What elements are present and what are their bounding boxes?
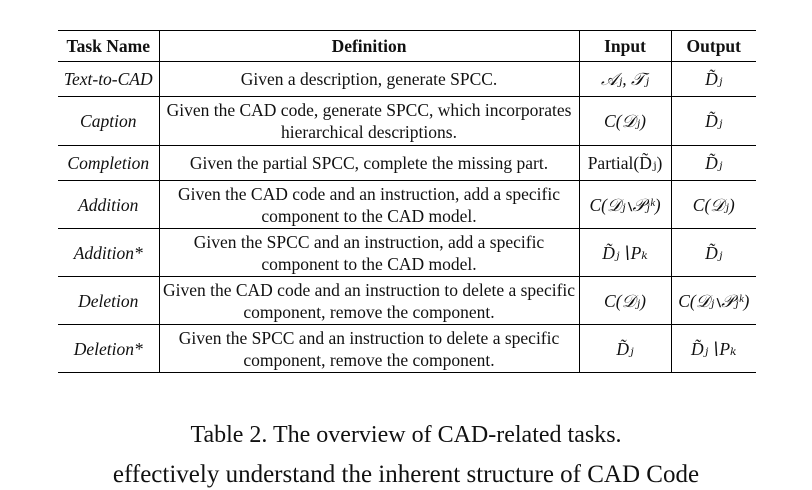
header-input: Input — [579, 30, 672, 62]
header-output: Output — [671, 30, 756, 62]
task-name: Text-to-CAD — [58, 61, 160, 97]
task-input: D̃ⱼ — [579, 324, 672, 373]
table-row: Deletion* Given the SPCC and an instruct… — [58, 324, 756, 373]
table-row: Deletion Given the CAD code and an instr… — [58, 276, 756, 325]
table-row: Addition* Given the SPCC and an instruct… — [58, 228, 756, 277]
table-row: Text-to-CAD Given a description, generat… — [58, 61, 756, 97]
tasks-table: Task Name Definition Input Output Text-t… — [58, 30, 756, 373]
task-name: Completion — [58, 145, 160, 181]
task-name: Addition* — [58, 228, 160, 277]
task-output: D̃ⱼ∖Pₖ — [671, 324, 756, 373]
task-definition: Given a description, generate SPCC. — [159, 61, 580, 97]
task-definition: Given the CAD code and an instruction to… — [159, 276, 580, 325]
task-output: C(𝒟ⱼ∖𝒫ⱼᵏ) — [671, 276, 756, 325]
task-input: 𝒜ⱼ, 𝒯ⱼ — [579, 61, 672, 97]
task-input: Partial(D̃ⱼ) — [579, 145, 672, 181]
body-text-partial-line: effectively understand the inherent stru… — [112, 461, 700, 488]
task-definition: Given the CAD code and an instruction, a… — [159, 180, 580, 229]
header-task-name: Task Name — [58, 30, 160, 62]
task-definition: Given the CAD code, generate SPCC, which… — [159, 96, 580, 146]
task-name: Addition — [58, 180, 160, 229]
task-definition: Given the SPCC and an instruction, add a… — [159, 228, 580, 277]
task-output: D̃ⱼ — [671, 61, 756, 97]
table-row: Caption Given the CAD code, generate SPC… — [58, 96, 756, 146]
task-input: C(𝒟ⱼ∖𝒫ⱼᵏ) — [579, 180, 672, 229]
task-output: D̃ⱼ — [671, 145, 756, 181]
task-output: C(𝒟ⱼ) — [671, 180, 756, 229]
table-row: Completion Given the partial SPCC, compl… — [58, 145, 756, 181]
task-input: D̃ⱼ∖Pₖ — [579, 228, 672, 277]
task-output: D̃ⱼ — [671, 228, 756, 277]
table-row: Addition Given the CAD code and an instr… — [58, 180, 756, 229]
task-definition: Given the partial SPCC, complete the mis… — [159, 145, 580, 181]
task-input: C(𝒟ⱼ) — [579, 96, 672, 146]
task-definition: Given the SPCC and an instruction to del… — [159, 324, 580, 373]
table-header-row: Task Name Definition Input Output — [58, 30, 756, 62]
table-caption: Table 2. The overview of CAD-related tas… — [190, 422, 622, 448]
task-output: D̃ⱼ — [671, 96, 756, 146]
task-name: Deletion* — [58, 324, 160, 373]
header-definition: Definition — [159, 30, 580, 62]
task-input: C(𝒟ⱼ) — [579, 276, 672, 325]
task-name: Caption — [58, 96, 160, 146]
task-name: Deletion — [58, 276, 160, 325]
